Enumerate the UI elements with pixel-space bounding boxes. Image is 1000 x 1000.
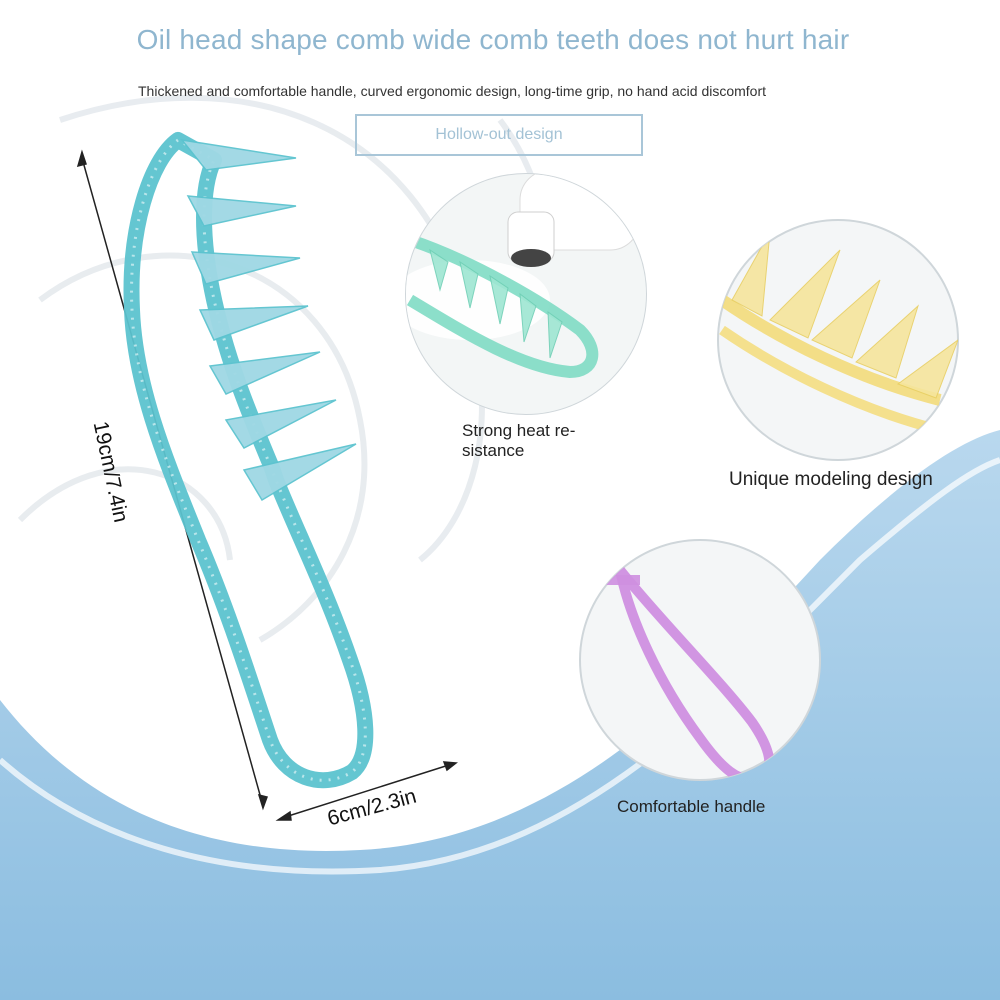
wave-highlight xyxy=(0,457,1000,875)
heat-resistance-label: Strong heat re- sistance xyxy=(462,421,612,461)
subtitle: Thickened and comfortable handle, curved… xyxy=(138,83,767,99)
page-title: Oil head shape comb wide comb teeth does… xyxy=(136,24,850,55)
comfortable-handle-circle xyxy=(579,539,821,781)
heat-resistance-circle xyxy=(405,173,647,415)
modeling-design-circle xyxy=(717,219,959,461)
modeling-design-label: Unique modeling design xyxy=(729,469,933,490)
hollow-out-design-label: Hollow-out design xyxy=(355,114,643,156)
comfortable-handle-label: Comfortable handle xyxy=(617,797,766,816)
main-comb-illustration xyxy=(123,132,374,789)
hair-dryer-icon xyxy=(507,174,641,267)
heat-resistance-line-2: sistance xyxy=(462,441,525,460)
blue-wave xyxy=(0,430,1000,1000)
width-arrow xyxy=(275,761,458,821)
heat-resistance-line-1: Strong heat re- xyxy=(462,421,576,440)
